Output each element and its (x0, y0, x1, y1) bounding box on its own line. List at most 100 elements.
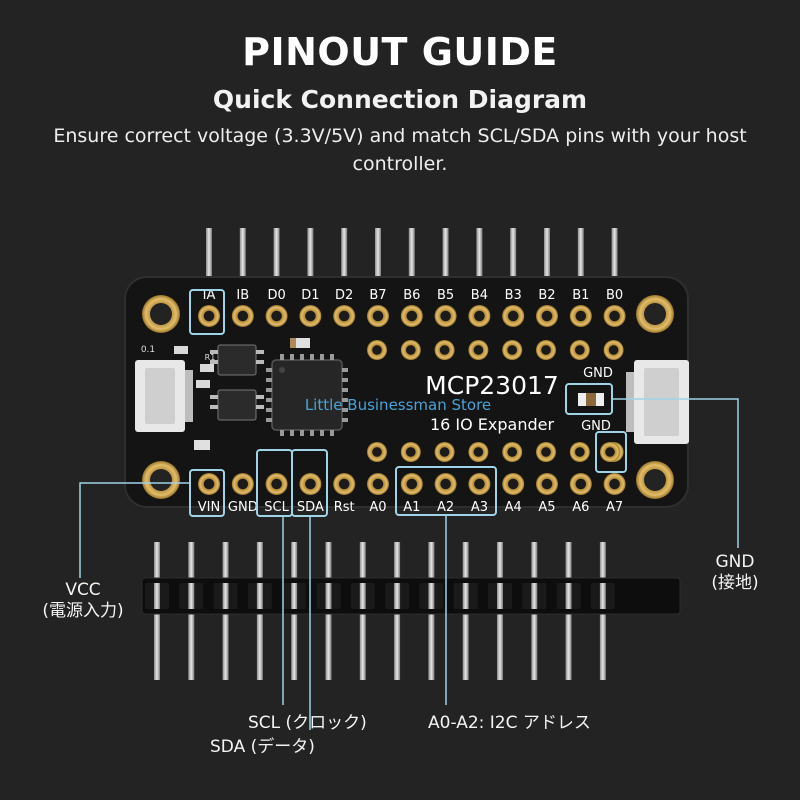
inner-pad (434, 340, 455, 360)
inner-pad (468, 442, 489, 462)
bottom-pin-label: A2 (437, 500, 454, 515)
top-pad (299, 305, 322, 327)
inner-pad (502, 340, 523, 360)
top-pin (375, 228, 381, 290)
silk-top-left: 0.1 (141, 345, 155, 355)
bottom-pin-label: A4 (505, 500, 522, 515)
scl-callout: SCL (クロック) (248, 713, 367, 733)
top-pin-label: D1 (301, 288, 319, 303)
header-pin-through (599, 583, 606, 609)
top-pin-label: D2 (335, 288, 353, 303)
header-pin-through (462, 583, 469, 609)
top-pin (239, 228, 246, 290)
top-pin-label: B7 (369, 288, 386, 303)
callout-lines (79, 398, 739, 730)
top-pad (367, 305, 389, 327)
bottom-pad (434, 473, 457, 495)
gnd-pad-right (600, 442, 620, 462)
header-pin-through (359, 583, 366, 609)
bottom-pad (333, 473, 356, 495)
header-pin-through (222, 583, 229, 609)
bottom-pin-label: SCL (264, 500, 289, 515)
bottom-pin-label: A6 (572, 500, 589, 515)
header-pin-through (291, 583, 298, 609)
header-pin-through (531, 583, 538, 609)
inner-pad (434, 442, 455, 462)
top-pin (206, 228, 212, 290)
top-pin (476, 228, 483, 290)
inner-pad (569, 442, 590, 462)
bottom-pad (367, 473, 389, 495)
top-pad (536, 305, 558, 327)
bottom-pin-label: A1 (403, 500, 420, 515)
top-pin (442, 228, 449, 290)
chip-name-label: MCP23017 (425, 371, 559, 400)
sda-callout: SDA (データ) (210, 737, 315, 757)
inner-pad (603, 340, 624, 360)
top-pad (569, 305, 592, 327)
bottom-pad (502, 473, 525, 495)
top-pin-label: B3 (505, 288, 522, 303)
bottom-pad (265, 473, 288, 495)
inner-pad (569, 340, 590, 360)
header-pin-through (394, 583, 401, 609)
vcc-callout: VCC (電源入力) (18, 580, 148, 622)
top-header-pins (206, 228, 618, 290)
bottom-pin-label: A0 (369, 500, 386, 515)
silk-chip-small: R1 (205, 353, 216, 362)
top-pin-label: B5 (437, 288, 454, 303)
bottom-pin-label: VIN (198, 500, 220, 515)
top-pin (544, 228, 550, 290)
top-pin-label: B1 (572, 288, 589, 303)
inner-pad (367, 442, 387, 462)
bottom-pin-label: GND (228, 500, 258, 515)
top-pin-label: IA (203, 288, 216, 303)
inner-pad (400, 340, 421, 360)
header-pin-through (428, 583, 435, 609)
bottom-pad (536, 473, 558, 495)
top-pad (333, 305, 356, 327)
right-connector (626, 360, 689, 444)
inner-pad (502, 442, 523, 462)
top-pad (265, 305, 288, 327)
inner-pad (400, 442, 421, 462)
chip-desc-label: 16 IO Expander (430, 415, 555, 434)
header-pin-through (154, 583, 160, 609)
top-pin (408, 228, 415, 290)
mcp23017-chip (266, 354, 348, 436)
top-pin (510, 228, 517, 290)
gnd-silk-bottom: GND (581, 419, 611, 434)
bottom-pin-label: A3 (471, 500, 488, 515)
top-pad (231, 305, 254, 327)
top-pin (273, 228, 280, 290)
bottom-pad (231, 473, 254, 495)
header-pin-through (497, 583, 503, 609)
top-pin-label: B4 (471, 288, 488, 303)
top-pad (434, 305, 457, 327)
mounting-holes (142, 295, 674, 499)
header-pin-through (325, 583, 332, 609)
gnd-callout: GND (接地) (690, 552, 780, 594)
inner-pad (536, 340, 556, 360)
page-title: PINOUT GUIDE (242, 30, 558, 74)
top-pad (502, 305, 525, 327)
bottom-pin-label: SDA (297, 500, 324, 515)
bottom-pin-label: Rst (334, 500, 355, 515)
vcc-callout-sub: (電源入力) (42, 601, 124, 621)
inner-pad (468, 340, 489, 360)
bottom-pad (603, 473, 626, 495)
header-pin-through (256, 583, 263, 609)
bottom-pad (468, 473, 491, 495)
top-pin-label: IB (236, 288, 249, 303)
header-pin-through (188, 583, 195, 609)
address-callout: A0-A2: I2C アドレス (428, 713, 591, 733)
top-pin-label: D0 (267, 288, 285, 303)
top-pin-label: B2 (538, 288, 555, 303)
gnd-silk-top: GND (583, 366, 613, 381)
watermark-text: Little Businessman Store (305, 396, 491, 414)
bottom-pin-pads (198, 473, 626, 495)
vcc-callout-title: VCC (65, 580, 101, 600)
